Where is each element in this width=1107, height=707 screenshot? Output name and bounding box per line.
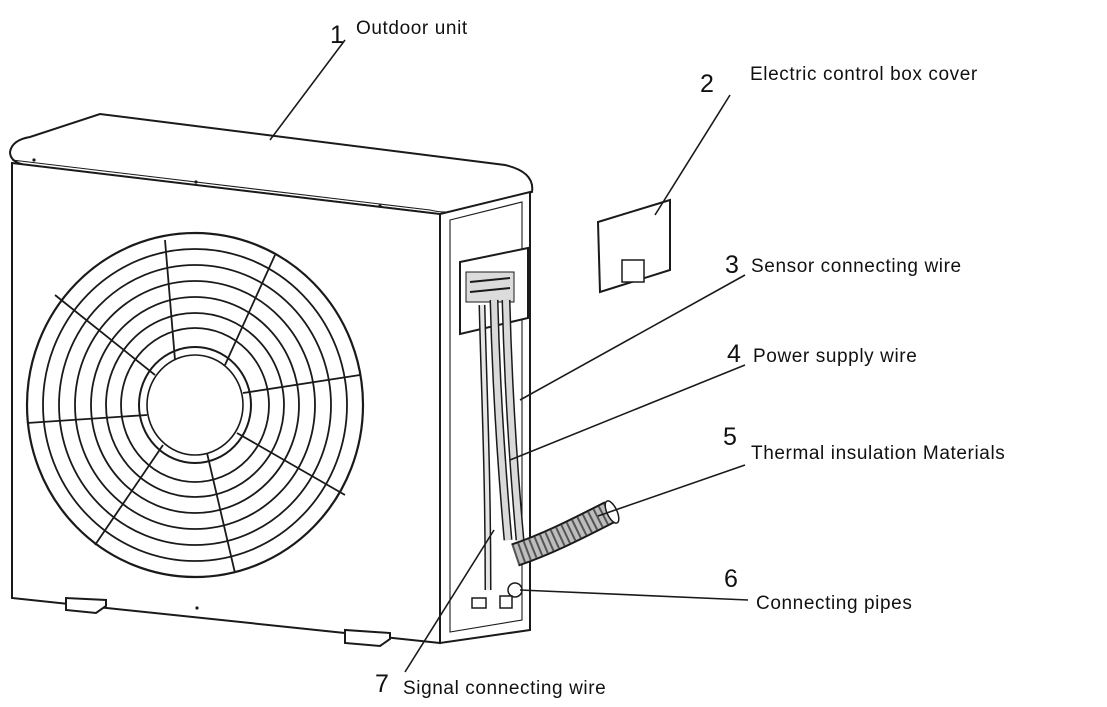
- connecting-pipe-valves: [471, 582, 523, 609]
- callout-number-7: 7: [375, 670, 389, 698]
- insulated-pipe: [511, 500, 620, 567]
- unit-foot-left: [65, 596, 107, 615]
- leader-lines: [269, 39, 749, 673]
- callout-number-6: 6: [724, 565, 738, 593]
- callout-number-4: 4: [727, 340, 741, 368]
- callout-1: 1 Outdoor unit: [330, 18, 468, 49]
- wiring-terminal-area: [459, 246, 529, 336]
- callout-number-5: 5: [723, 423, 737, 451]
- callout-number-3: 3: [725, 251, 739, 279]
- callout-3: 3 Sensor connecting wire: [725, 251, 962, 279]
- callout-label-sensor-connecting-wire: Sensor connecting wire: [751, 256, 962, 277]
- unit-foot-right: [344, 628, 391, 648]
- fan-grille: [25, 231, 365, 579]
- callout-number-1: 1: [330, 21, 344, 49]
- callout-number-2: 2: [700, 70, 714, 98]
- callout-label-electric-control-box-cover: Electric control box cover: [750, 64, 978, 85]
- cable-bundle: [478, 299, 525, 591]
- callout-label-thermal-insulation-materials: Thermal insulation Materials: [751, 443, 1005, 464]
- callout-label-signal-connecting-wire: Signal connecting wire: [403, 678, 606, 699]
- callout-5: 5 Thermal insulation Materials: [723, 423, 1005, 464]
- outdoor-unit-illustration: [8, 112, 534, 648]
- callout-4: 4 Power supply wire: [727, 340, 917, 368]
- electric-control-box-cover: [596, 198, 671, 294]
- callout-6: 6 Connecting pipes: [724, 565, 912, 614]
- callout-label-connecting-pipes: Connecting pipes: [756, 593, 912, 614]
- callout-label-outdoor-unit: Outdoor unit: [356, 18, 468, 39]
- callout-7: 7 Signal connecting wire: [375, 670, 606, 699]
- callout-2: 2 Electric control box cover: [700, 64, 978, 98]
- callout-label-power-supply-wire: Power supply wire: [753, 346, 917, 367]
